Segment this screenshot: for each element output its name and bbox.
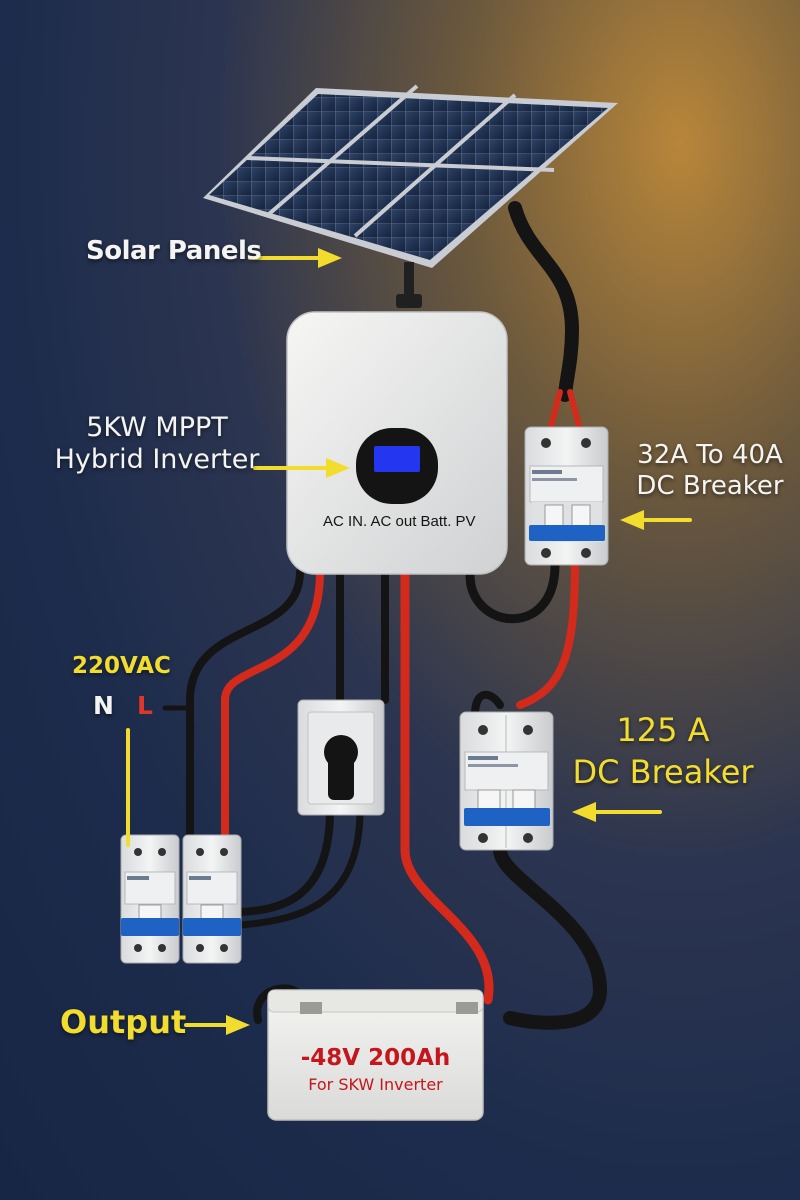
battery xyxy=(267,989,484,1121)
label-dc-breaker-small-line1: 32A To 40A xyxy=(637,440,783,470)
dc-breaker-small xyxy=(524,426,609,566)
label-battery-line1: -48V 200Ah xyxy=(300,1045,451,1071)
label-dc-breaker-large-line1: 125 A xyxy=(616,711,710,749)
label-ports: AC IN. AC out Batt. PV xyxy=(323,513,476,530)
arrow-dc-breaker-small xyxy=(620,510,692,530)
wiring xyxy=(162,201,607,1030)
label-live: L xyxy=(137,691,153,720)
label-inverter: 5KW MPPT Hybrid Inverter xyxy=(52,412,262,476)
ac-breaker-1 xyxy=(120,834,180,964)
dc-red-small-to-large xyxy=(516,561,579,709)
pv-cable-red-2 xyxy=(567,389,583,433)
label-solar-panels: Solar Panels xyxy=(86,236,262,266)
label-dc-breaker-large-line2: DC Breaker xyxy=(572,752,754,791)
label-inverter-line2: Hybrid Inverter xyxy=(54,443,260,475)
label-battery-line2: For SKW Inverter xyxy=(308,1075,443,1095)
label-output: Output xyxy=(60,1003,187,1041)
label-ac-voltage: 220VAC xyxy=(72,653,171,679)
pv-cable-black xyxy=(508,201,579,402)
label-neutral: N xyxy=(93,691,114,720)
label-dc-breaker-large: 125 A DC Breaker xyxy=(558,711,768,792)
dc-black-to-large xyxy=(471,690,504,719)
label-dc-breaker-small: 32A To 40A DC Breaker xyxy=(625,440,795,501)
solar-panels xyxy=(203,84,618,308)
label-battery: -48V 200Ah For SKW Inverter xyxy=(268,1045,483,1095)
inverter-display xyxy=(374,446,420,472)
label-dc-breaker-small-line2: DC Breaker xyxy=(636,470,784,501)
isolator-switch xyxy=(297,699,385,816)
arrow-solar-panels xyxy=(248,248,342,268)
arrow-dc-breaker-large xyxy=(572,802,662,822)
arrow-inverter xyxy=(253,458,350,478)
label-inverter-line1: 5KW MPPT xyxy=(86,412,228,443)
isolator-to-breaker-black-2 xyxy=(236,806,364,929)
ac-in-black xyxy=(186,568,304,839)
dc-breaker-large xyxy=(459,711,554,851)
solar-panel-array xyxy=(209,94,608,260)
isolator-to-breaker-black xyxy=(236,806,334,916)
battery-cable-red xyxy=(400,565,494,1005)
battery-cable-black xyxy=(493,843,607,1030)
hybrid-inverter xyxy=(286,311,508,575)
ac-breaker-2 xyxy=(182,834,242,964)
indicator-arrows xyxy=(126,248,692,1035)
arrow-output xyxy=(184,1015,250,1035)
ac-in-red xyxy=(221,568,324,839)
pv-cable-red-1 xyxy=(547,389,563,433)
pv-return-black xyxy=(465,560,560,624)
